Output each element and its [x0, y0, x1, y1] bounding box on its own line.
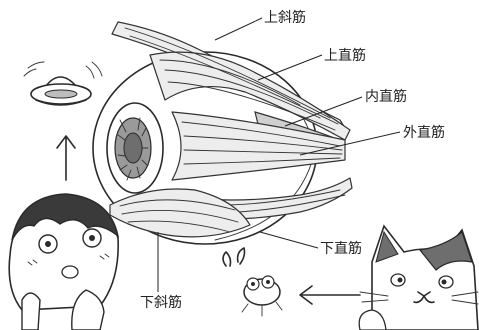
label-inferior-rectus: 下直筋 [320, 240, 362, 257]
arrow-up-icon [57, 136, 75, 180]
label-superior-rectus: 上直筋 [324, 47, 366, 64]
cat-icon [359, 226, 478, 330]
boy-icon [9, 194, 118, 330]
label-lateral-rectus: 外直筋 [403, 124, 445, 141]
iris [107, 103, 163, 193]
label-medial-rectus: 内直筋 [365, 88, 407, 105]
label-inferior-oblique: 下斜筋 [140, 294, 182, 311]
arrow-left-icon [300, 286, 360, 304]
label-superior-oblique: 上斜筋 [264, 9, 306, 26]
ufo-icon [24, 62, 102, 105]
fly-icon [223, 248, 282, 316]
